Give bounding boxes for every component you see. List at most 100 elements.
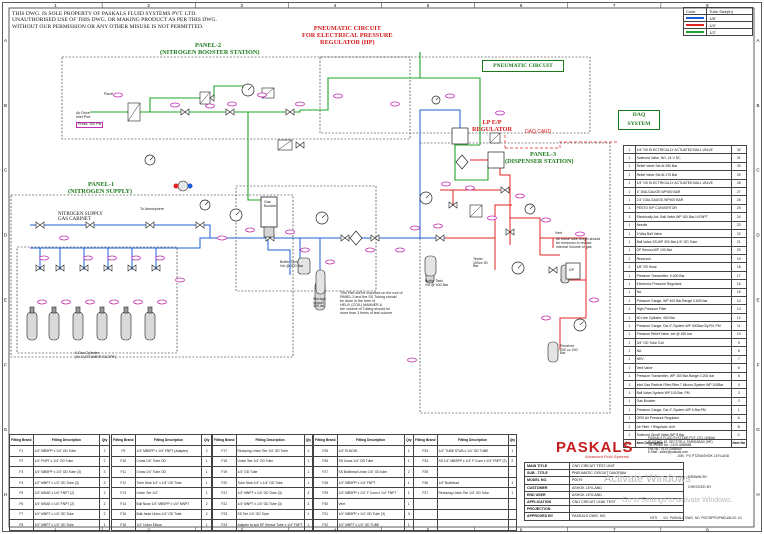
bom-item-no: 4 xyxy=(730,379,748,390)
grid-column-label: 6 xyxy=(520,528,523,533)
legend-size-header: Tube Size(In) xyxy=(706,7,753,15)
grid-row-label: C xyxy=(756,168,760,173)
daq-signal-line xyxy=(505,141,618,149)
vent-indicator xyxy=(177,180,189,192)
fitting-brand xyxy=(413,497,438,510)
bom-item-no: 6 xyxy=(730,363,748,373)
fitting-brand: F10 xyxy=(111,455,136,468)
bom-qty: 1 xyxy=(623,144,636,155)
fitting-brand: F8 xyxy=(9,519,34,531)
fitting-description xyxy=(436,497,509,510)
bom-qty: 1 xyxy=(623,161,636,172)
fittings-header-desc: Fitting Description xyxy=(336,434,405,446)
fitting-brand: F37 xyxy=(413,487,438,499)
fitting-qty: 2 xyxy=(403,466,415,478)
title-block-value: ASHOK LEYLAND xyxy=(569,490,684,499)
fitting-brand: F19 xyxy=(212,466,237,478)
fitting-description: SS Bulkhead Union 1/4" OD tube xyxy=(336,466,405,478)
grid-column-label: 5 xyxy=(427,3,430,8)
dp-sensor xyxy=(565,262,581,280)
bom-qty: 1 xyxy=(623,178,636,188)
fitting-qty: 1 xyxy=(99,519,110,531)
title-block-value: CNG CIRCUIT TEST UNIT xyxy=(569,461,684,471)
bom-qty: 1 xyxy=(623,296,636,306)
bom-description: 1/4" SS ELECTRICALLY ACTUATED BALL VALVE xyxy=(634,144,732,155)
ball-valve-icon xyxy=(55,264,65,272)
grid-row-label: E xyxy=(756,297,759,302)
fitting-description xyxy=(436,466,509,478)
fitting-qty: 2 xyxy=(201,497,212,510)
item-bubble xyxy=(85,299,95,305)
legend-size: 1/8" xyxy=(706,14,753,22)
revision-label: 01 xyxy=(738,516,742,520)
fitting-description: 1/4" MBSPP x 1/4" FNPT (Adapter) xyxy=(134,445,203,457)
grid-column-label: 7 xyxy=(613,3,616,8)
grid-row-label: A xyxy=(756,38,759,43)
bom-qty: 1 xyxy=(623,363,636,373)
item-bubble xyxy=(155,255,165,261)
bom-item-no: 9 xyxy=(730,337,748,348)
bom-item-no: 3 xyxy=(730,388,748,398)
fitting-description xyxy=(436,508,509,521)
bom-qty: 1 xyxy=(623,329,636,340)
fitting-description: 1/4" MNPT x 1/4" OD Tube xyxy=(32,519,101,531)
fittings-header-brand: Fitting Brand xyxy=(111,434,136,446)
fitting-qty: 1 xyxy=(403,487,415,499)
fitting-qty: 1 xyxy=(403,445,415,457)
gas-cabinet-title: NITROGEN SUPPLY GAS CABINET xyxy=(58,212,103,222)
fitting-brand: F31 xyxy=(313,508,338,521)
bom-qty: 1 xyxy=(623,270,636,281)
vent-indicator-red xyxy=(173,183,179,189)
solenoid-valve-slash xyxy=(199,91,211,105)
bom-qty: 1 xyxy=(623,254,636,264)
solenoid-valve-slash xyxy=(127,102,141,122)
sheet-label: 1/1 xyxy=(663,516,668,520)
fitting-brand: F1 xyxy=(9,445,34,457)
fitting-description: 1/2" MNPT x 1/2" OD Tube (3) xyxy=(32,476,101,489)
item-bubble xyxy=(217,235,227,241)
gas-booster-base xyxy=(263,226,275,238)
bom-item-no: C xyxy=(730,430,748,440)
fitting-brand: F12 xyxy=(111,476,136,489)
cylinder-valve-icon xyxy=(99,306,105,314)
fitting-description: 1/4" MBSPP x 1/4" OD Tube xyxy=(32,445,101,457)
bom-item-no: 2 xyxy=(730,396,748,407)
drawn-by-label: DRAWN BY xyxy=(688,475,708,479)
bom-item-no: 16 xyxy=(730,279,748,289)
ball-valve-icon xyxy=(35,221,45,229)
vent-note: All these tube length should be minimum … xyxy=(556,237,601,249)
grid-column-label: 1 xyxy=(54,3,57,8)
title-block-row: MODEL NO.P0079 xyxy=(524,476,684,485)
item-bubble xyxy=(61,299,71,305)
bom-qty: 1 xyxy=(623,388,636,398)
fitting-brand: F9 xyxy=(111,445,136,457)
panel-1-title: PANEL-1 xyxy=(88,181,115,188)
bom-description: Relief Valve Set At 175 Bar xyxy=(634,170,732,180)
fittings-header-desc: Fitting Description xyxy=(436,434,509,446)
legend-swatch xyxy=(682,21,708,29)
bom-qty: 1 xyxy=(623,287,636,298)
fitting-brand: F16 xyxy=(111,519,136,531)
daq-card-label: DAQ CARD xyxy=(525,129,552,135)
item-bubble xyxy=(390,101,400,107)
storage-vessel-label: Storage Vessel 100 mL xyxy=(313,297,326,309)
fitting-qty: 1 xyxy=(201,476,212,489)
bom-description: Pressure Gauge, Dia 4",System WP 400Bar,… xyxy=(634,321,732,331)
filter-diamond-2 xyxy=(455,154,469,170)
item-bubble xyxy=(205,103,215,109)
